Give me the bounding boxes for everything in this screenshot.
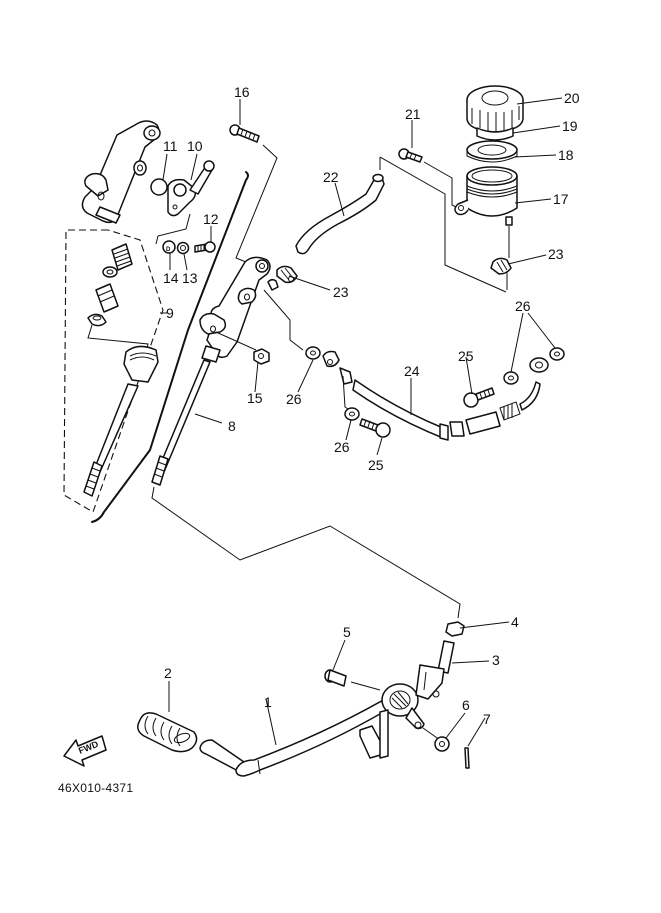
reservoir-tank-17[interactable] xyxy=(454,166,518,226)
callout-23-left: 23 xyxy=(333,284,349,300)
reservoir-hose-22[interactable] xyxy=(295,173,385,255)
svg-text:D: D xyxy=(166,247,171,253)
forward-direction-arrow: FWD xyxy=(63,735,107,767)
callout-3: 3 xyxy=(492,652,500,668)
copper-washer-26-d[interactable] xyxy=(549,347,565,361)
callout-25-right: 25 xyxy=(458,348,474,364)
nut-15[interactable] xyxy=(253,348,270,365)
kit-piston[interactable] xyxy=(95,283,119,313)
callout-20: 20 xyxy=(564,90,580,106)
hose-clip-23-left[interactable] xyxy=(276,265,298,284)
callout-13: 13 xyxy=(182,270,198,286)
diaphragm-holder-18[interactable] xyxy=(466,140,518,163)
washer-14[interactable]: D xyxy=(162,240,176,254)
callout-1: 1 xyxy=(264,694,272,710)
callout-18: 18 xyxy=(558,147,574,163)
callout-26-a: 26 xyxy=(286,391,302,407)
callout-2: 2 xyxy=(164,665,172,681)
callout-26-c: 26 xyxy=(515,298,531,314)
callout-6: 6 xyxy=(462,697,470,713)
bolt-21[interactable] xyxy=(398,148,423,163)
union-bolt-25-left[interactable] xyxy=(359,418,391,438)
kit-spring[interactable] xyxy=(111,243,133,271)
union-bolt-25-right[interactable] xyxy=(463,387,495,408)
callout-17: 17 xyxy=(553,191,569,207)
copper-washer-26-c[interactable] xyxy=(503,371,519,385)
callout-10: 10 xyxy=(187,138,203,154)
leader-lines xyxy=(160,97,563,747)
hose-clip-23-right[interactable] xyxy=(490,257,512,275)
bolt-16[interactable] xyxy=(229,124,260,143)
callout-labels: 16 11 10 12 14 13 9 8 15 26 26 25 24 25 … xyxy=(163,84,580,727)
pedal-rubber-2[interactable] xyxy=(137,712,198,753)
callout-11: 11 xyxy=(163,138,178,154)
callout-9: 9 xyxy=(166,305,174,321)
diagram-code: 46X010-4371 xyxy=(58,781,133,795)
o-ring-11[interactable] xyxy=(150,178,168,196)
screw-12[interactable] xyxy=(194,241,216,253)
assembly-divider-line xyxy=(91,171,249,523)
callout-22: 22 xyxy=(323,169,339,185)
callout-14: 14 xyxy=(163,270,179,286)
washer-6[interactable] xyxy=(434,736,450,752)
hose-joint-10[interactable] xyxy=(167,160,215,217)
brake-hose-24[interactable] xyxy=(322,350,549,441)
callout-4: 4 xyxy=(511,614,519,630)
callout-24: 24 xyxy=(404,363,420,379)
callout-26-b: 26 xyxy=(334,439,350,455)
copper-washer-26-a[interactable] xyxy=(305,346,321,360)
kit-cup[interactable] xyxy=(102,266,118,278)
callout-21: 21 xyxy=(405,106,421,122)
callout-16: 16 xyxy=(234,84,250,100)
cotter-pin-7[interactable] xyxy=(464,747,470,769)
callout-15: 15 xyxy=(247,390,263,406)
kit-piston-seal[interactable] xyxy=(87,313,107,327)
nut-4[interactable] xyxy=(445,621,465,637)
callout-5: 5 xyxy=(343,624,351,640)
reservoir-cap-20[interactable] xyxy=(466,85,524,133)
brake-pedal-1[interactable] xyxy=(199,683,425,777)
pin-5[interactable] xyxy=(324,669,347,687)
callout-12: 12 xyxy=(203,211,219,227)
callout-25-left: 25 xyxy=(368,457,384,473)
callout-19: 19 xyxy=(562,118,578,134)
kit-9-boundary xyxy=(63,229,164,513)
diaphragm-19[interactable] xyxy=(476,127,514,141)
copper-washer-26-b[interactable] xyxy=(344,407,360,421)
kit-boot-pushrod[interactable] xyxy=(83,345,159,497)
callout-23-right: 23 xyxy=(548,246,564,262)
callout-7: 7 xyxy=(483,711,491,727)
master-cylinder-body-kit[interactable] xyxy=(81,120,161,224)
spring-washer-13[interactable] xyxy=(176,241,190,255)
rod-end-clevis-3[interactable] xyxy=(415,640,455,700)
callout-8: 8 xyxy=(228,418,236,434)
master-cylinder-assembly-8[interactable] xyxy=(151,256,279,486)
